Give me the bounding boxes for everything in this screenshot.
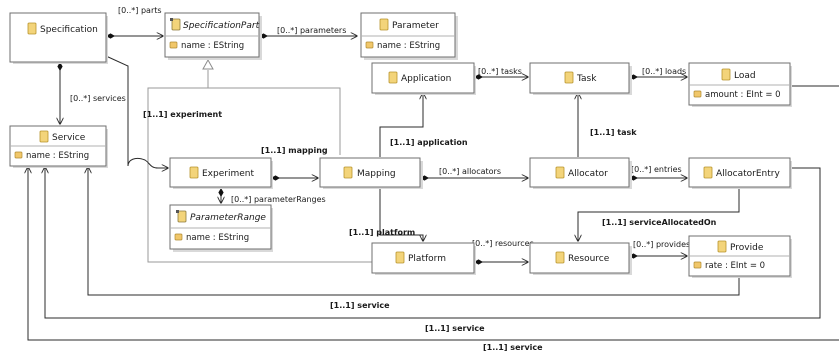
- class-name: ParameterRange: [190, 213, 266, 223]
- label-parameters: [0..*] parameters: [277, 26, 346, 35]
- label-service-2: [1..1] service: [425, 324, 485, 333]
- class-name: Specification: [40, 25, 98, 35]
- class-load[interactable]: Load amount : EInt = 0: [688, 62, 792, 107]
- class-icon: [388, 71, 398, 84]
- class-mapping[interactable]: Mapping: [319, 157, 423, 189]
- class-parameter[interactable]: Parameter name : EString: [360, 12, 458, 60]
- class-allocator[interactable]: Allocator: [529, 157, 632, 189]
- class-icon: [564, 71, 574, 84]
- edge-labels: [0..*] parts [0..*] parameters [0..*] se…: [70, 6, 717, 352]
- class-specification[interactable]: Specification: [9, 12, 108, 64]
- class-service[interactable]: Service name : EString: [9, 125, 108, 168]
- label-task: [1..1] task: [590, 128, 637, 137]
- label-resources: [0..*] resources: [472, 239, 534, 248]
- class-specification-part[interactable]: SpecificationPart name : EString: [164, 12, 262, 60]
- inheritance-lines: [147, 58, 380, 263]
- edge-service-2[interactable]: [45, 167, 821, 319]
- attribute: name : EString: [377, 41, 440, 51]
- label-entries: [0..*] entries: [631, 165, 682, 174]
- label-experiment: [1..1] experiment: [143, 110, 222, 119]
- attribute: name : EString: [181, 41, 244, 51]
- class-name: Application: [401, 74, 451, 84]
- edges: [28, 36, 839, 341]
- edge-service-allocated-on[interactable]: [578, 188, 740, 241]
- label-service-allocated-on: [1..1] serviceAllocatedOn: [602, 218, 717, 227]
- class-experiment[interactable]: Experiment: [169, 157, 273, 189]
- attribute: name : EString: [186, 233, 249, 243]
- class-icon: [555, 166, 565, 179]
- class-task[interactable]: Task: [529, 62, 632, 95]
- class-resource[interactable]: Resource: [529, 242, 632, 275]
- label-tasks: [0..*] tasks: [478, 67, 522, 76]
- attribute: name : EString: [26, 151, 89, 161]
- class-name: Provide: [730, 243, 764, 253]
- class-parameter-range[interactable]: ParameterRange name : EString: [169, 204, 273, 252]
- class-icon: [717, 240, 727, 253]
- class-icon: [721, 68, 731, 81]
- attribute-icon: [365, 41, 374, 49]
- label-application: [1..1] application: [390, 138, 468, 147]
- class-name: Load: [734, 71, 756, 81]
- class-name: Experiment: [202, 169, 254, 179]
- label-parameter-ranges: [0..*] parameterRanges: [231, 195, 326, 204]
- label-allocators: [0..*] allocators: [439, 167, 501, 176]
- class-icon: [27, 22, 37, 35]
- label-loads: [0..*] loads: [642, 67, 686, 76]
- edge-service-3[interactable]: [28, 167, 839, 341]
- class-name: Platform: [408, 254, 446, 264]
- class-icon: [189, 166, 199, 179]
- attribute-icon: [693, 90, 702, 98]
- class-name: SpecificationPart: [183, 21, 260, 31]
- abstract-class-icon: [176, 210, 187, 223]
- class-name: Resource: [568, 254, 610, 264]
- inheritance-arrowhead: [202, 58, 214, 70]
- edge-experiment[interactable]: [105, 55, 168, 168]
- class-allocator-entry[interactable]: AllocatorEntry: [688, 157, 792, 189]
- class-icon: [379, 18, 389, 31]
- label-service-1: [1..1] service: [330, 301, 390, 310]
- edge-platform[interactable]: [379, 188, 423, 241]
- class-icon: [703, 166, 713, 179]
- label-mapping: [1..1] mapping: [261, 146, 328, 155]
- attribute: rate : EInt = 0: [705, 261, 765, 271]
- class-name: Service: [52, 133, 86, 143]
- class-name: Allocator: [568, 169, 608, 179]
- class-name: Parameter: [392, 21, 439, 31]
- edge-service-1[interactable]: [88, 167, 740, 296]
- class-icon: [395, 251, 405, 264]
- class-name: AllocatorEntry: [716, 169, 780, 179]
- label-service-3: [1..1] service: [483, 343, 543, 352]
- label-provides: [0..*] provides: [633, 240, 690, 249]
- label-parts: [0..*] parts: [118, 6, 162, 15]
- class-name: Mapping: [357, 169, 396, 179]
- abstract-class-icon: [170, 18, 181, 31]
- attribute-icon: [169, 41, 178, 49]
- class-icon: [555, 251, 565, 264]
- attribute-icon: [693, 261, 702, 269]
- label-platform: [1..1] platform: [349, 228, 415, 237]
- class-platform[interactable]: Platform: [371, 242, 476, 275]
- edge-application[interactable]: [379, 93, 423, 157]
- attribute: amount : EInt = 0: [705, 90, 781, 100]
- attribute-icon: [14, 151, 23, 159]
- class-provide[interactable]: Provide rate : EInt = 0: [688, 235, 792, 278]
- attribute-icon: [174, 233, 183, 241]
- class-application[interactable]: Application: [371, 62, 476, 95]
- class-name: Task: [576, 74, 597, 84]
- class-icon: [343, 166, 353, 179]
- class-icon: [39, 130, 49, 143]
- label-services: [0..*] services: [70, 94, 126, 103]
